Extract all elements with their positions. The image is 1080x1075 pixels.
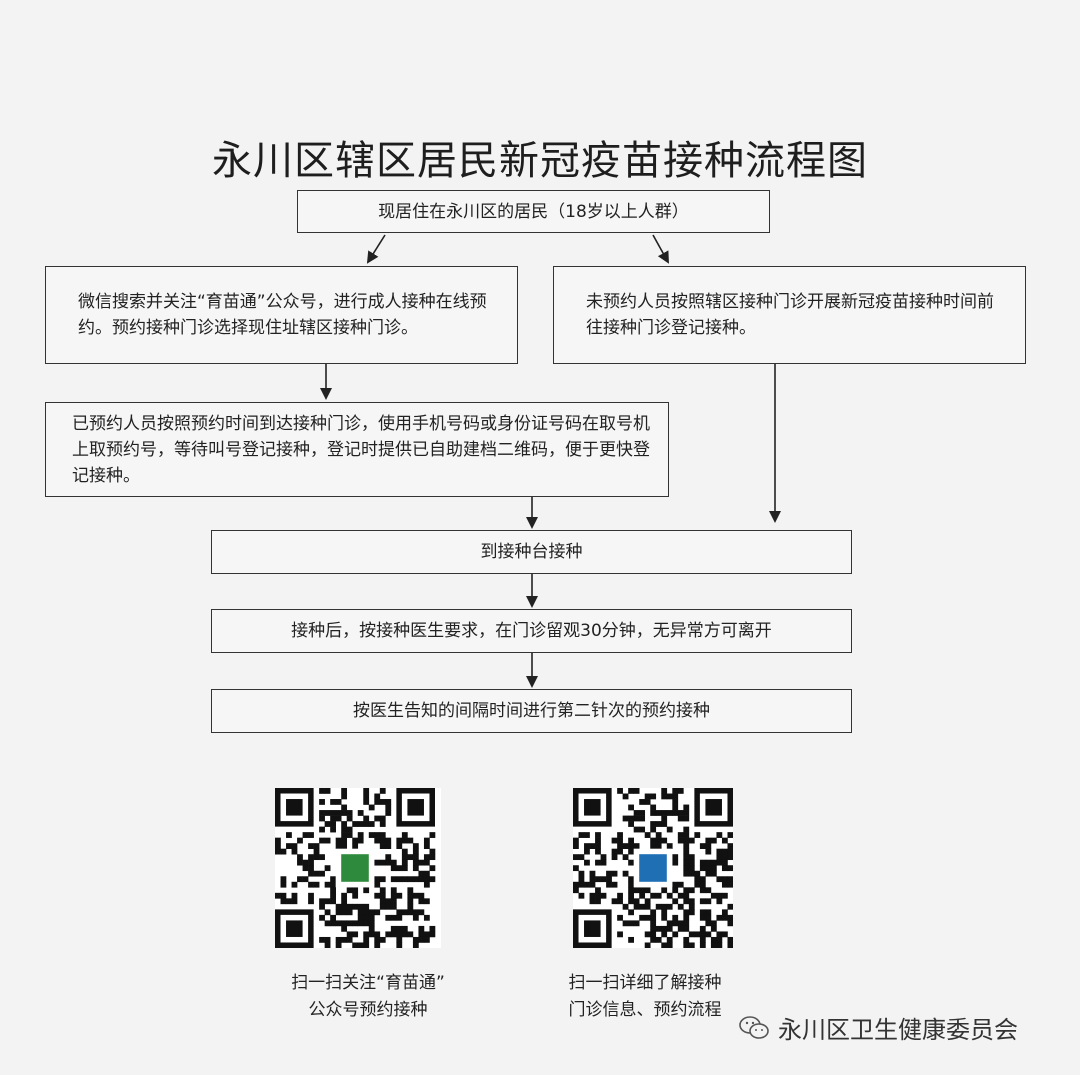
right-branch-text: 未预约人员按照辖区接种门诊开展新冠疫苗接种时间前往接种门诊登记接种。 (586, 292, 994, 338)
qr-caption-1-line2: 公众号预约接种 (308, 1000, 428, 1020)
vaccinate-node: 到接种台接种 (211, 530, 852, 574)
arrow-start-to-left (366, 234, 386, 264)
arrow-start-to-right (652, 234, 669, 264)
left-branch-text: 微信搜索并关注“育苗通”公众号，进行成人接种在线预约。预约接种门诊选择现住址辖区… (78, 292, 487, 338)
right-branch-node: 未预约人员按照辖区接种门诊开展新冠疫苗接种时间前往接种门诊登记接种。 (553, 266, 1026, 364)
qr-caption-2-line1: 扫一扫详细了解接种 (568, 973, 722, 993)
left-branch-node: 微信搜索并关注“育苗通”公众号，进行成人接种在线预约。预约接种门诊选择现住址辖区… (45, 266, 518, 364)
qr-caption-1: 扫一扫关注“育苗通” 公众号预约接种 (258, 970, 478, 1024)
wechat-icon (739, 1015, 769, 1039)
start-node-text: 现居住在永川区的居民（18岁以上人群） (378, 201, 689, 222)
footer-source-text: 永川区卫生健康委员会 (778, 1016, 1018, 1044)
second-dose-node-text: 按医生告知的间隔时间进行第二针次的预约接种 (353, 701, 710, 721)
qr-caption-2: 扫一扫详细了解接种 门诊信息、预约流程 (545, 970, 745, 1024)
qr-code-clinic-info[interactable] (573, 788, 734, 949)
qr-caption-1-line1: 扫一扫关注“育苗通” (291, 973, 445, 993)
footer-source: 永川区卫生健康委员会 (738, 1010, 1018, 1045)
page-title: 永川区辖区居民新冠疫苗接种流程图 (212, 138, 868, 184)
booked-node: 已预约人员按照预约时间到达接种门诊，使用手机号码或身份证号码在取号机上取预约号，… (45, 402, 669, 497)
vaccinate-node-text: 到接种台接种 (480, 542, 583, 562)
qr-code-yumiaotong[interactable] (275, 788, 441, 949)
second-dose-node: 按医生告知的间隔时间进行第二针次的预约接种 (211, 689, 852, 733)
booked-node-text: 已预约人员按照预约时间到达接种门诊，使用手机号码或身份证号码在取号机上取预约号，… (72, 413, 650, 486)
observe-node-text: 接种后，按接种医生要求，在门诊留观30分钟，无异常方可离开 (291, 621, 772, 641)
observe-node: 接种后，按接种医生要求，在门诊留观30分钟，无异常方可离开 (211, 609, 852, 653)
qr-caption-2-line2: 门诊信息、预约流程 (568, 1000, 722, 1020)
start-node: 现居住在永川区的居民（18岁以上人群） (297, 190, 770, 233)
